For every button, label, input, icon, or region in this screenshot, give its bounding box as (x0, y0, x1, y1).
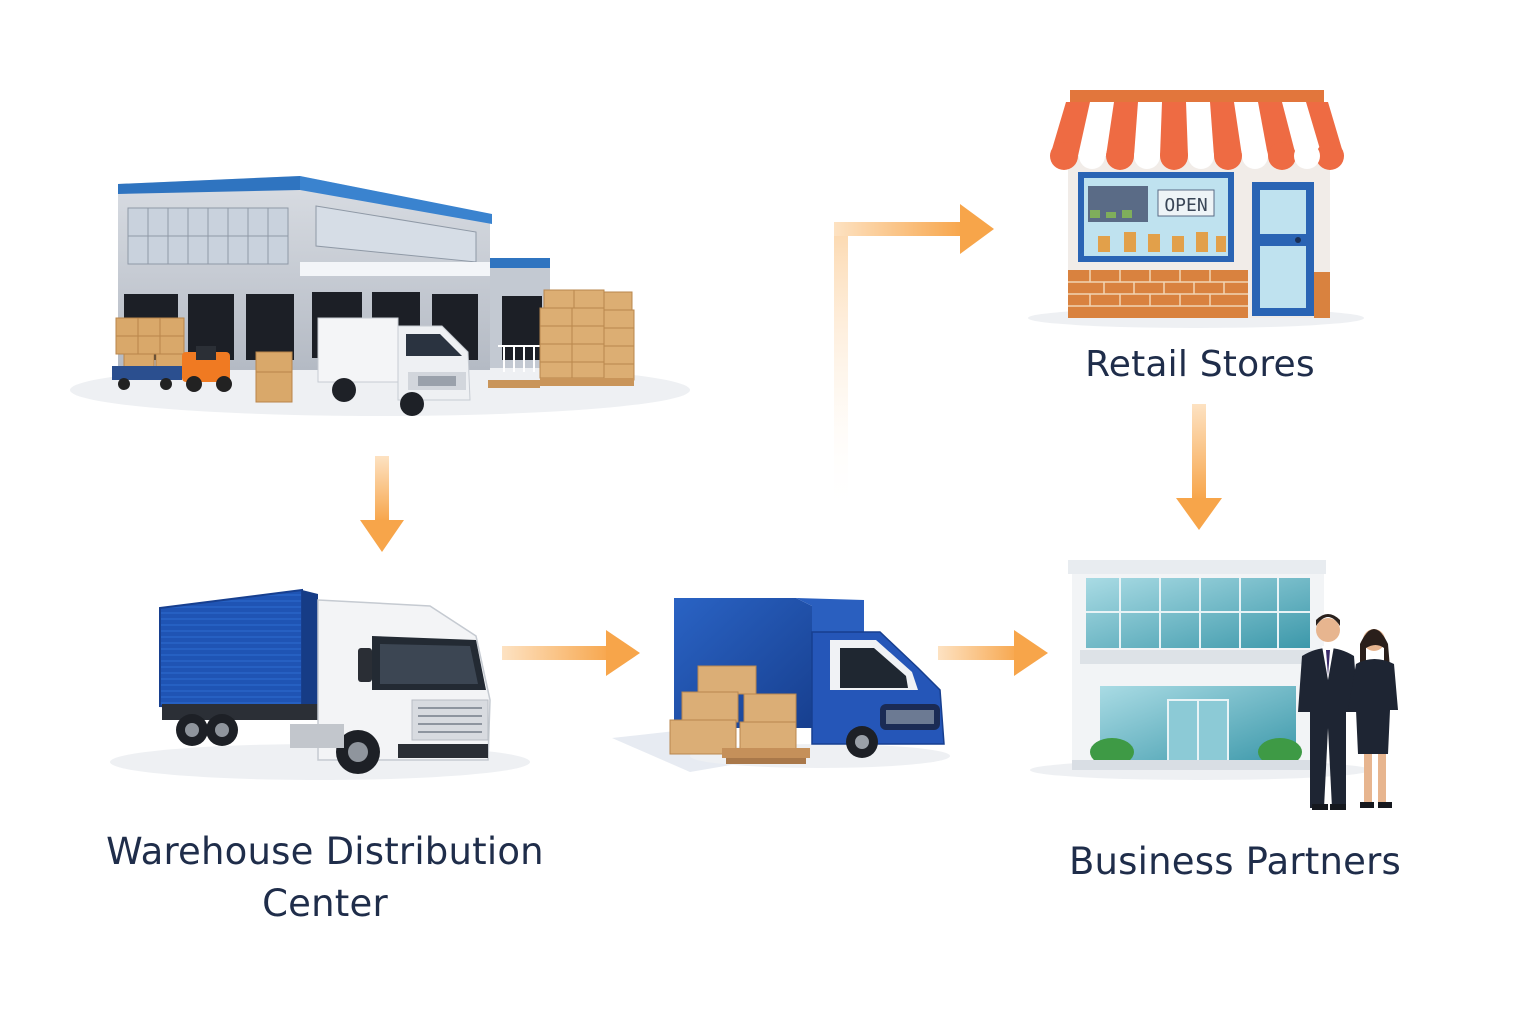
arrow-truck-to-van (502, 630, 640, 676)
businesswoman-figure (1348, 629, 1398, 808)
arrow-van-to-partners (938, 630, 1048, 676)
delivery-van-illustration (612, 598, 950, 772)
label-business-partners: Business Partners (1030, 840, 1440, 883)
office-building-illustration (1030, 560, 1398, 810)
label-warehouse-line-1: Warehouse Distribution (80, 826, 570, 878)
awning (1050, 102, 1344, 170)
label-warehouse-distribution-center: Warehouse Distribution Center (80, 826, 570, 930)
semi-truck-illustration (110, 590, 530, 780)
arrow-retail-to-partners (1176, 404, 1222, 530)
retail-store-illustration: OPEN (1028, 90, 1364, 328)
label-warehouse-line-2: Center (80, 878, 570, 930)
open-sign: OPEN (1164, 195, 1207, 216)
warehouse-illustration (70, 176, 690, 416)
arrow-warehouse-to-truck (360, 456, 404, 552)
label-retail-stores: Retail Stores (1040, 344, 1360, 385)
arrow-van-to-retail (834, 204, 994, 514)
